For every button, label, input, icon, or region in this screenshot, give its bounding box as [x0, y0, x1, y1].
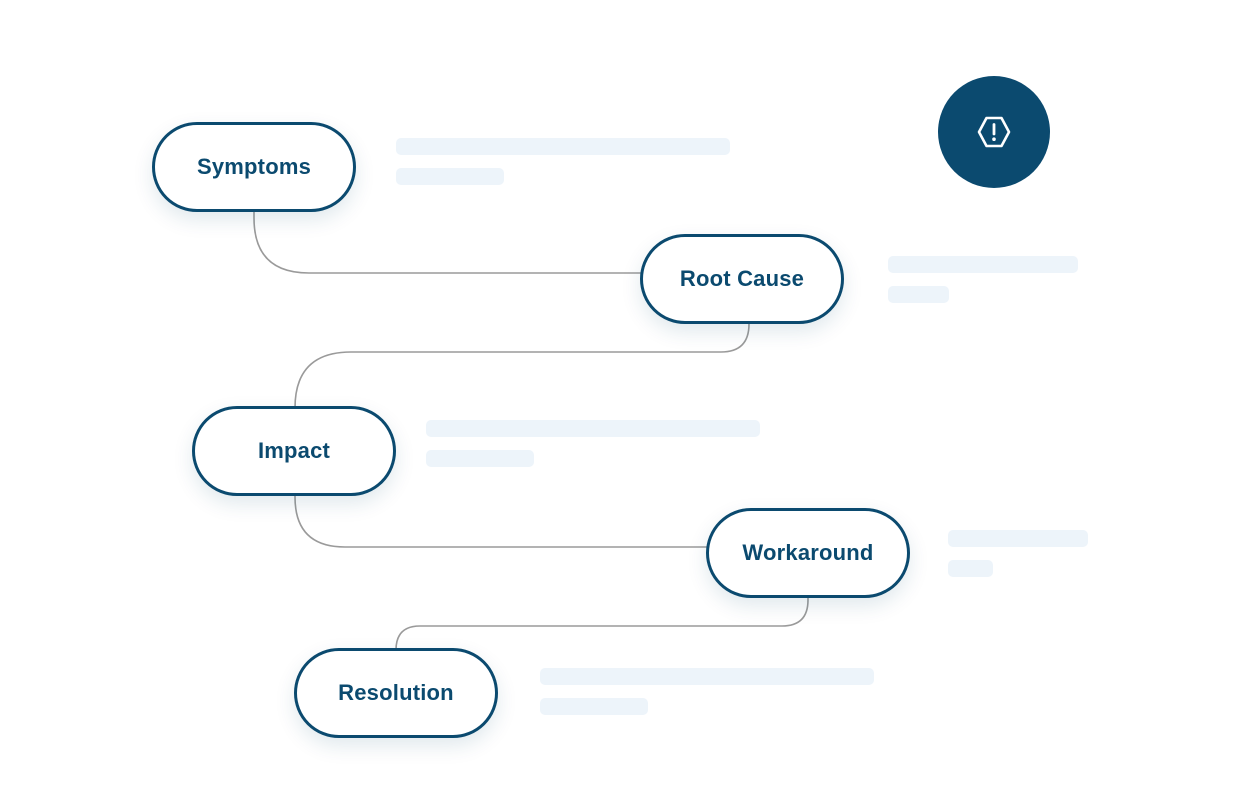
placeholder-line	[540, 668, 874, 685]
placeholder-line	[396, 168, 504, 185]
node-workaround-label: Workaround	[742, 540, 874, 565]
placeholder-line	[540, 698, 648, 715]
node-root-cause-label: Root Cause	[679, 266, 805, 291]
node-resolution-label: Resolution	[338, 680, 454, 705]
placeholder-line	[888, 256, 1078, 273]
node-symptoms[interactable]: Symptoms	[152, 122, 356, 212]
node-impact[interactable]: Impact	[192, 406, 396, 496]
node-root-cause[interactable]: Root Cause	[640, 234, 844, 324]
connector-symptoms-root-cause	[253, 210, 642, 274]
placeholder-line	[426, 450, 534, 467]
connector-impact-workaround	[294, 493, 708, 548]
placeholder-line	[396, 138, 730, 155]
node-symptoms-label: Symptoms	[196, 154, 312, 179]
placeholder-line	[888, 286, 949, 303]
node-resolution[interactable]: Resolution	[294, 648, 498, 738]
alert-badge	[938, 76, 1050, 188]
placeholder-line	[948, 530, 1088, 547]
warning-hexagon-icon	[977, 116, 1011, 148]
placeholder-line	[948, 560, 993, 577]
connector-workaround-resolution	[395, 595, 809, 651]
connector-root-cause-impact	[294, 321, 750, 409]
placeholder-line	[426, 420, 760, 437]
node-workaround[interactable]: Workaround	[706, 508, 910, 598]
node-impact-label: Impact	[257, 438, 331, 463]
